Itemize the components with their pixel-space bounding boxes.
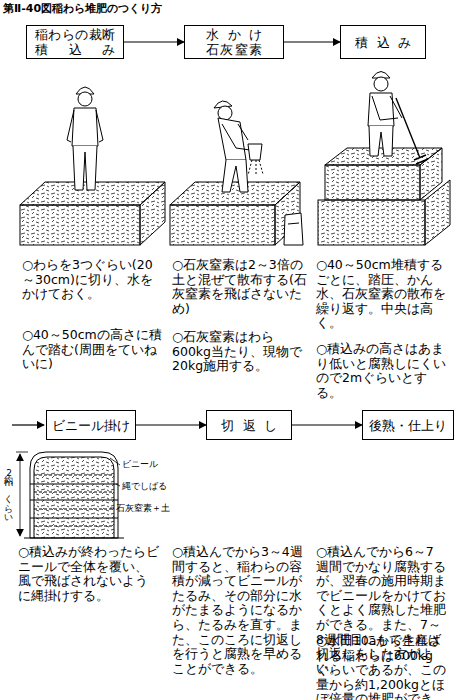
legs — [222, 160, 248, 192]
box-label: ビニール掛け — [52, 418, 130, 433]
torso — [72, 108, 98, 146]
process-box: 後熟・仕上り — [362, 410, 454, 440]
flow-arrow — [124, 41, 184, 42]
part-label: ビニール — [122, 459, 158, 469]
note-text: ○わらを3つぐらい(20～30cm)に切り、水をかけておく。 — [22, 258, 162, 302]
head — [374, 77, 388, 91]
legs — [369, 126, 393, 156]
pile-upper-front — [325, 165, 420, 200]
note-text: ○積込んでから3～4週間すると、稲わらの容積が減ってビニールがたるみ、その部分に… — [172, 545, 308, 676]
note-text: ○積込みの高さはあまり低いと腐熟しにくいので2mぐらいとする。 — [316, 342, 446, 400]
worker-figure — [368, 72, 428, 165]
arms — [67, 110, 103, 142]
head — [78, 92, 92, 106]
part-label: 約2mくらい — [4, 468, 14, 518]
block-front — [20, 205, 140, 245]
part-label: 縄でしばる — [122, 481, 167, 491]
worker-figure — [67, 87, 103, 190]
torso — [368, 93, 394, 126]
vinyl-cover — [30, 452, 118, 538]
box-label: 積込み — [355, 35, 411, 50]
legs — [73, 146, 97, 190]
note-text: ○40～50cmの高さに積んで踏む(周囲をていねいに) — [22, 328, 162, 372]
block-front — [170, 205, 275, 245]
worker-figure — [214, 101, 303, 245]
box-label: 稲わらの裁断 積込み — [35, 27, 115, 57]
straw-block — [20, 182, 165, 245]
box-label: 切返し — [221, 418, 277, 433]
figure-title: 第Ⅱ-40図稲わら堆肥のつくり方 — [3, 2, 162, 15]
box-label: 水かけ 石灰窒素 — [206, 27, 262, 57]
leader-lines — [110, 458, 120, 508]
process-box: 水かけ 石灰窒素 — [184, 25, 284, 59]
part-label: 石灰窒素＋土 — [116, 503, 170, 513]
flow-arrow — [136, 424, 206, 425]
note-text: ○石灰窒素はわら600kg当たり、現物で20kg施用する。 — [172, 330, 308, 374]
spray — [248, 160, 263, 176]
bag-mark — [288, 223, 299, 224]
lead-in-arrow — [12, 424, 44, 425]
straw-block — [170, 182, 300, 245]
flow-arrow — [284, 41, 340, 42]
straw-layers — [34, 457, 114, 538]
note-text: ○水田10aから生産される稲わらは600kgぐらいであるが、この量から約1,20… — [316, 634, 446, 700]
ground-line — [24, 538, 124, 539]
bucket — [248, 144, 262, 160]
process-box: 積込み — [340, 25, 426, 59]
straw-pile — [318, 148, 450, 245]
note-text: ○石灰窒素は2～3倍の土と混ぜて散布する(石灰窒素を飛ばさないため) — [172, 258, 308, 316]
flow-arrow — [292, 424, 362, 425]
box-label: 後熟・仕上り — [369, 418, 447, 433]
pile-lower-front — [318, 200, 425, 245]
note-text: ○40～50cm堆積するごとに、踏圧、かん水、石灰窒素の散布を繰り返す。中央は高… — [316, 258, 446, 331]
arms — [372, 96, 402, 120]
process-box: 稲わらの裁断 積込み — [26, 25, 124, 59]
dimension-tick — [16, 452, 28, 453]
rope — [30, 484, 118, 518]
pitchfork — [396, 98, 428, 164]
block-side — [140, 182, 165, 245]
height-dimension — [20, 454, 21, 536]
note-text: ○積込みが終わったらビニールで全体を覆い、風で飛ばされないように縄掛けする。 — [18, 545, 160, 603]
process-box: 切返し — [206, 410, 292, 440]
arms — [222, 124, 250, 150]
fertilizer-bag — [284, 213, 303, 245]
compost-pile-section — [16, 452, 124, 538]
process-box: ビニール掛け — [46, 410, 136, 440]
